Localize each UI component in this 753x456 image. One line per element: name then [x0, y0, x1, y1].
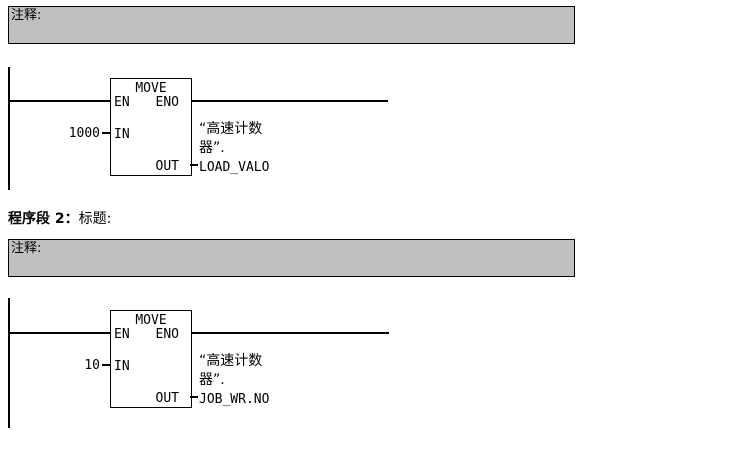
network1-in-dash	[102, 132, 110, 134]
pin-out-label: OUT	[155, 159, 179, 174]
pin-out-label: OUT	[155, 391, 179, 406]
network1-comment-label: 注释:	[11, 8, 42, 23]
pin-in-label: IN	[114, 359, 130, 374]
network2-title-text: 标题:	[78, 211, 112, 227]
network2-en-wire	[8, 332, 110, 334]
operand-line-3: LOAD_VALO	[199, 160, 270, 175]
network1-move-block[interactable]: MOVE EN ENO IN OUT	[110, 78, 192, 176]
operand-line-2: 器”.	[199, 140, 225, 156]
network1-eno-wire	[190, 100, 388, 102]
network1-comment-bar[interactable]: 注释:	[8, 6, 575, 44]
network1-out-operand[interactable]: “高速计数 器”. LOAD_VALO	[199, 120, 289, 177]
operand-line-1: “高速计数	[199, 353, 263, 369]
network2-comment-label: 注释:	[11, 241, 42, 256]
pin-in-label: IN	[114, 127, 130, 142]
pin-en-label: EN	[114, 327, 130, 342]
pin-eno-label: ENO	[155, 95, 179, 110]
network2-comment-bar[interactable]: 注释:	[8, 239, 575, 277]
network1-out-dash	[190, 164, 198, 166]
network2-in-dash	[102, 364, 110, 366]
network2-eno-wire	[190, 332, 389, 334]
operand-line-1: “高速计数	[199, 121, 263, 137]
network2-move-block[interactable]: MOVE EN ENO IN OUT	[110, 310, 192, 408]
operand-line-3: JOB_WR.NO	[199, 392, 270, 407]
pin-eno-label: ENO	[155, 327, 179, 342]
network2-out-dash	[190, 396, 198, 398]
network1-in-value[interactable]: 1000	[68, 126, 100, 141]
block-title: MOVE	[135, 313, 167, 328]
network2-out-operand[interactable]: “高速计数 器”. JOB_WR.NO	[199, 352, 289, 409]
network1-en-wire	[8, 100, 110, 102]
network2-power-rail	[8, 298, 10, 428]
network2-in-value[interactable]: 10	[84, 358, 100, 373]
block-title: MOVE	[135, 81, 167, 96]
network2-title[interactable]: 程序段 2：标题:	[8, 210, 111, 228]
operand-line-2: 器”.	[199, 372, 225, 388]
pin-en-label: EN	[114, 95, 130, 110]
network2-title-number: 程序段 2：	[8, 211, 79, 227]
network1-power-rail	[8, 67, 10, 190]
